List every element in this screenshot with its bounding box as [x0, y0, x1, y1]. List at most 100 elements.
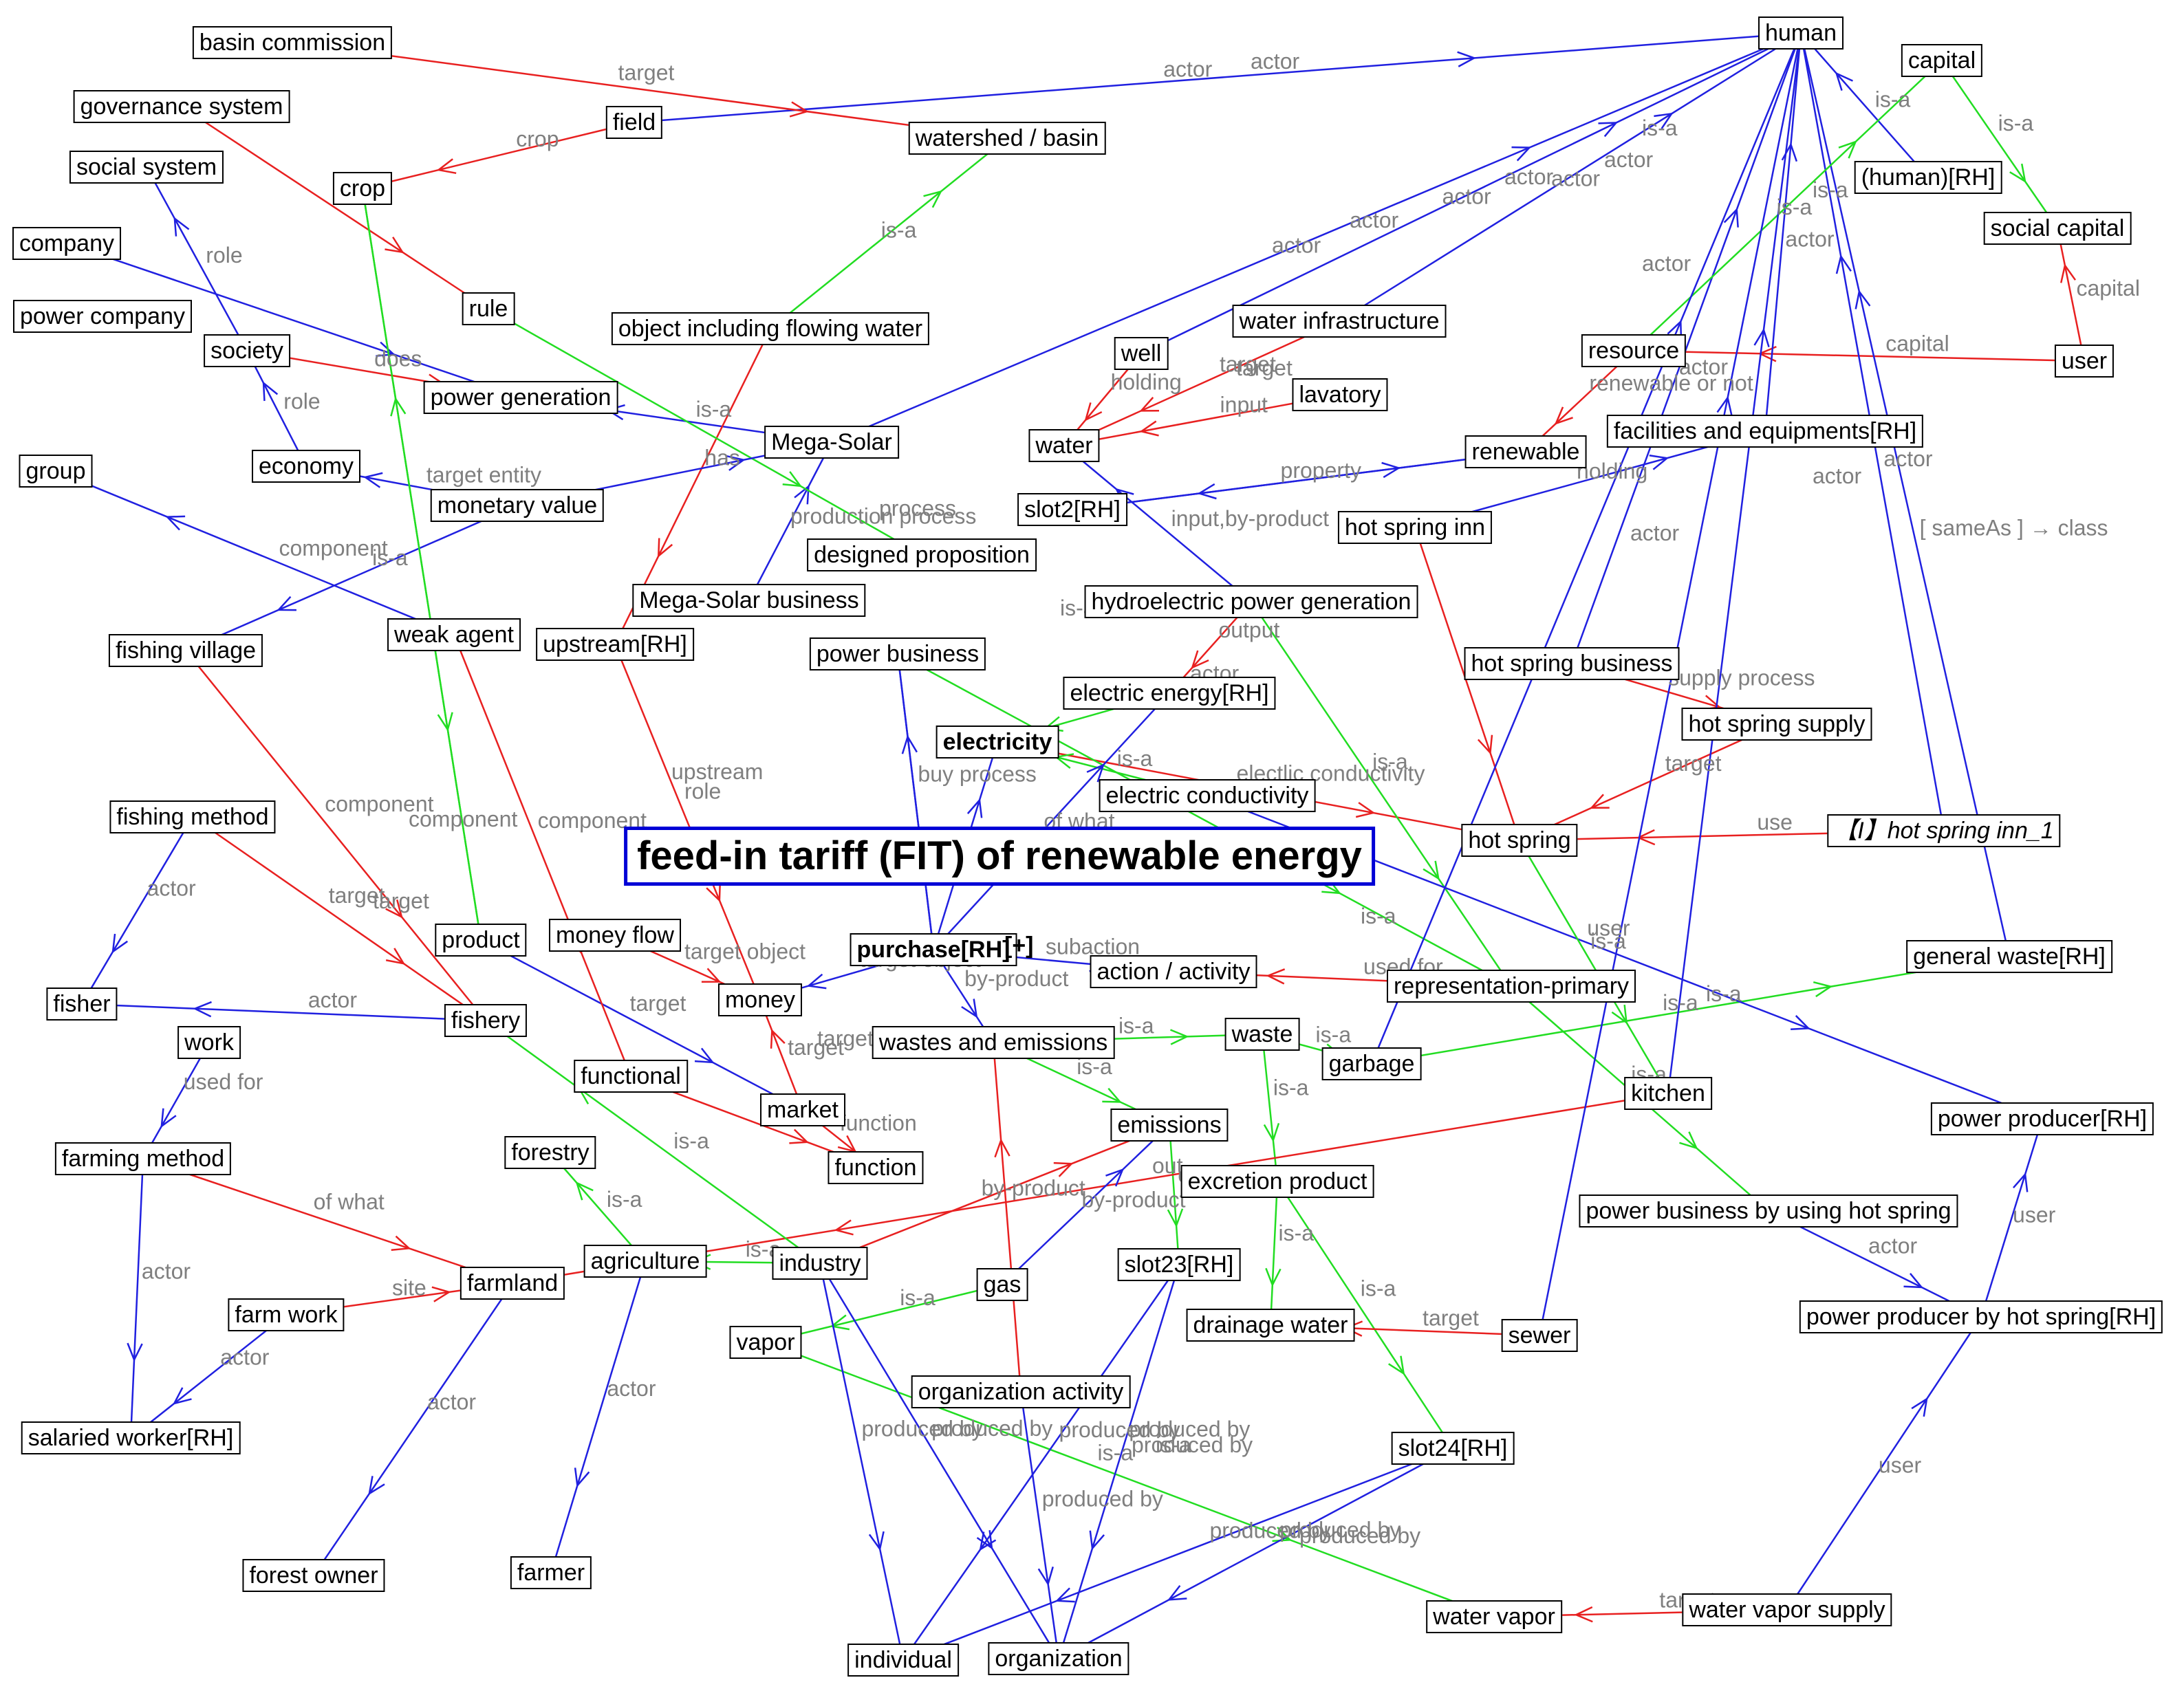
node-organization-activity[interactable]: organization activity [911, 1375, 1131, 1408]
node-electric-conductivity[interactable]: electric conductivity [1099, 779, 1316, 812]
node-hydroelectric[interactable]: hydroelectric power generation [1084, 585, 1418, 618]
node-water[interactable]: water [1028, 429, 1100, 462]
arrowhead [923, 190, 943, 208]
node-slot2[interactable]: slot2[RH] [1017, 493, 1127, 526]
node-fishery[interactable]: fishery [444, 1004, 528, 1037]
node-individual[interactable]: individual [847, 1644, 959, 1677]
node-fishing-village[interactable]: fishing village [108, 634, 263, 667]
node-renewable[interactable]: renewable [1464, 435, 1587, 468]
node-watershed-basin[interactable]: watershed / basin [908, 122, 1106, 155]
node-group[interactable]: group [19, 455, 93, 488]
node-waste[interactable]: waste [1224, 1018, 1300, 1051]
node-salaried-worker[interactable]: salaried worker[RH] [21, 1421, 241, 1454]
node-human-rh[interactable]: (human)[RH] [1854, 161, 2002, 194]
node-mega-solar[interactable]: Mega-Solar [764, 426, 899, 459]
edge-sewer-to-human [1538, 32, 1802, 1336]
node-gas[interactable]: gas [976, 1268, 1028, 1301]
node-water-vapor[interactable]: water vapor [1426, 1600, 1562, 1633]
node-kitchen[interactable]: kitchen [1624, 1077, 1712, 1110]
node-upstream-rh[interactable]: upstream[RH] [536, 628, 694, 661]
node-hot-spring-supply[interactable]: hot spring supply [1681, 708, 1872, 741]
node-object-flowing-water[interactable]: object including flowing water [611, 312, 930, 345]
node-power-generation[interactable]: power generation [423, 381, 618, 414]
node-mega-solar-business[interactable]: Mega-Solar business [632, 584, 866, 617]
edge-garbage-to-human [1370, 32, 1802, 1065]
node-rule[interactable]: rule [462, 292, 515, 325]
node-economy[interactable]: economy [252, 450, 360, 483]
node-functional[interactable]: functional [574, 1060, 688, 1093]
node-farmland[interactable]: farmland [459, 1267, 565, 1300]
node-human[interactable]: human [1758, 17, 1844, 50]
floating-edge-label: produced by [1132, 1432, 1253, 1457]
edge-label: is-a [1372, 750, 1408, 774]
node-hot-spring-inn-1[interactable]: 【I】hot spring inn_1 [1827, 814, 2061, 847]
node-market[interactable]: market [760, 1093, 845, 1126]
node-farm-work[interactable]: farm work [228, 1298, 345, 1331]
node-lavatory[interactable]: lavatory [1292, 378, 1388, 411]
edge-farming-method-to-farmland [142, 1157, 513, 1285]
node-hot-spring-inn[interactable]: hot spring inn [1337, 511, 1493, 544]
edge-industry-to-fishery [485, 1019, 821, 1265]
central-node-fit[interactable]: feed-in tariff (FIT) of renewable energy [624, 827, 1375, 886]
node-farmer[interactable]: farmer [510, 1556, 592, 1589]
node-agriculture[interactable]: agriculture [583, 1245, 707, 1278]
edge-label: does [374, 347, 422, 371]
node-action-activity[interactable]: action / activity [1090, 955, 1257, 988]
node-designed-proposition[interactable]: designed proposition [807, 538, 1037, 571]
node-purchase[interactable]: purchase[RH] [850, 933, 1017, 966]
node-emissions[interactable]: emissions [1110, 1109, 1229, 1142]
node-sewer[interactable]: sewer [1501, 1319, 1578, 1352]
node-farming-method[interactable]: farming method [54, 1142, 232, 1175]
node-electric-energy[interactable]: electric energy[RH] [1063, 677, 1276, 710]
edge-upstream-rh-to-money [614, 644, 761, 1001]
node-water-vapor-supply[interactable]: water vapor supply [1682, 1593, 1892, 1626]
node-electricity[interactable]: electricity [936, 726, 1059, 759]
node-water-infrastructure[interactable]: water infrastructure [1232, 305, 1447, 338]
node-industry[interactable]: industry [772, 1247, 868, 1280]
node-governance-system[interactable]: governance system [73, 90, 290, 123]
node-well[interactable]: well [1114, 337, 1169, 370]
node-power-producer[interactable]: power producer[RH] [1930, 1102, 2154, 1135]
node-drainage-water[interactable]: drainage water [1186, 1309, 1355, 1342]
node-weak-agent[interactable]: weak agent [387, 618, 521, 651]
node-representation-primary[interactable]: representation-primary [1386, 970, 1636, 1003]
node-monetary-value[interactable]: monetary value [430, 489, 605, 522]
node-resource[interactable]: resource [1581, 334, 1687, 367]
node-slot23[interactable]: slot23[RH] [1117, 1248, 1241, 1281]
node-organization[interactable]: organization [988, 1642, 1129, 1675]
node-social-capital[interactable]: social capital [1983, 212, 2132, 245]
node-user[interactable]: user [2054, 345, 2115, 378]
node-power-company[interactable]: power company [12, 300, 193, 333]
node-basin-commission[interactable]: basin commission [192, 26, 393, 59]
node-forestry[interactable]: forestry [504, 1136, 596, 1169]
node-hot-spring-business[interactable]: hot spring business [1464, 647, 1680, 680]
edge-field-to-crop [362, 121, 635, 190]
node-forest-owner[interactable]: forest owner [242, 1559, 385, 1592]
node-society[interactable]: society [204, 334, 290, 367]
node-general-waste[interactable]: general waste[RH] [1906, 940, 2112, 973]
node-hot-spring[interactable]: hot spring [1461, 824, 1578, 857]
node-fisher[interactable]: fisher [46, 988, 118, 1021]
node-work[interactable]: work [177, 1026, 241, 1059]
node-garbage[interactable]: garbage [1321, 1047, 1422, 1080]
node-social-system[interactable]: social system [69, 151, 224, 184]
node-power-business[interactable]: power business [809, 637, 986, 670]
node-capital[interactable]: capital [1901, 44, 1983, 77]
node-wastes-emissions[interactable]: wastes and emissions [872, 1026, 1115, 1059]
node-product[interactable]: product [435, 924, 527, 957]
node-vapor[interactable]: vapor [729, 1326, 802, 1359]
node-field[interactable]: field [605, 106, 663, 139]
expand-button[interactable]: [+] [1004, 932, 1034, 959]
node-crop[interactable]: crop [332, 172, 393, 205]
node-money[interactable]: money [717, 983, 803, 1016]
node-slot24[interactable]: slot24[RH] [1391, 1432, 1515, 1465]
node-excretion-product[interactable]: excretion product [1180, 1165, 1374, 1198]
node-facilities[interactable]: facilities and equipments[RH] [1606, 415, 1924, 448]
edge-label: is-a [900, 1285, 936, 1310]
node-money-flow[interactable]: money flow [549, 919, 681, 952]
node-power-producer-hot-spring[interactable]: power producer by hot spring[RH] [1799, 1300, 2163, 1333]
node-fishing-method[interactable]: fishing method [109, 800, 276, 833]
node-function[interactable]: function [828, 1151, 924, 1184]
node-power-business-hot-spring[interactable]: power business by using hot spring [1579, 1194, 1958, 1228]
node-company[interactable]: company [12, 227, 121, 260]
